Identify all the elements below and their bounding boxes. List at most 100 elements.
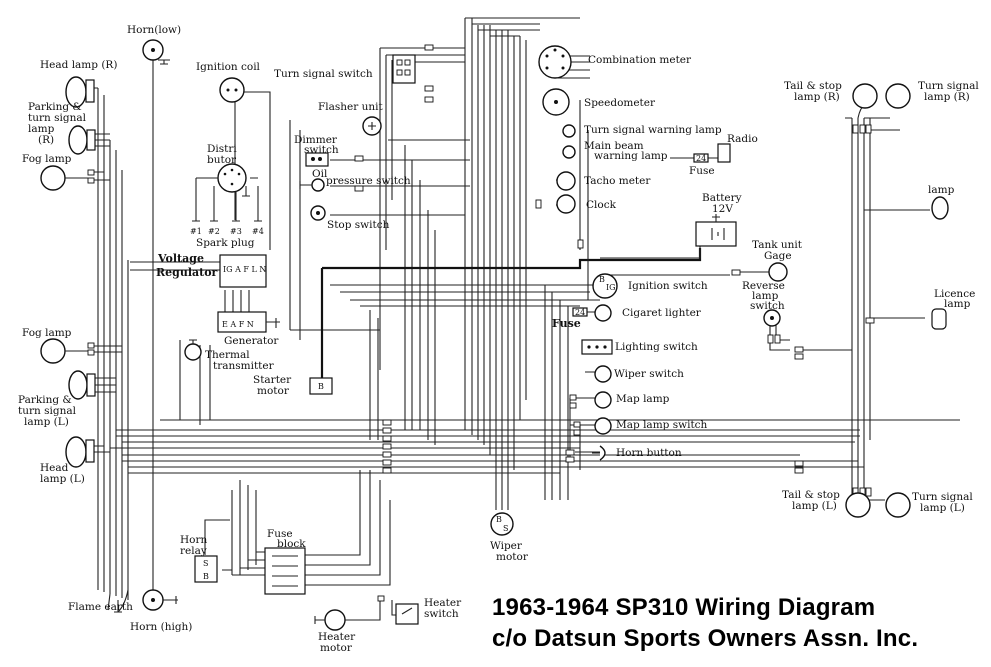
label-licence-1: Licence bbox=[934, 288, 975, 300]
label-ignition-switch: Ignition switch bbox=[628, 280, 708, 292]
label-distributor-1: Distri bbox=[207, 143, 237, 155]
map-lamp-component bbox=[594, 391, 612, 409]
label-horn-relay-1: Horn bbox=[180, 534, 207, 546]
label-fuse-block-2: block bbox=[277, 538, 306, 550]
fuse-mid-component: 24 bbox=[572, 307, 588, 317]
label-stop-switch: Stop switch bbox=[327, 219, 390, 231]
tacho-meter-component bbox=[556, 171, 576, 191]
svg-text:B: B bbox=[318, 382, 324, 391]
svg-text:IG: IG bbox=[606, 283, 616, 292]
label-head-lamp-r: Head lamp (R) bbox=[40, 59, 117, 71]
label-speedometer: Speedometer bbox=[584, 97, 656, 109]
caption-title: 1963-1964 SP310 Wiring Diagram bbox=[492, 594, 876, 621]
label-plug-3: #3 bbox=[230, 227, 242, 236]
svg-text:S: S bbox=[203, 559, 208, 568]
head-lamp-l-component bbox=[65, 436, 95, 468]
label-turn-signal-l-2: lamp (L) bbox=[920, 502, 965, 514]
combination-meter-component bbox=[538, 45, 572, 79]
fog-lamp-bottom-component bbox=[40, 338, 88, 364]
label-oil-1: Oil bbox=[312, 168, 328, 180]
label-parking-r-4: (R) bbox=[38, 134, 54, 146]
label-heater-switch-2: switch bbox=[424, 608, 459, 620]
fog-lamp-top-component bbox=[40, 165, 88, 191]
label-map-lamp: Map lamp bbox=[616, 393, 670, 405]
radio-component bbox=[717, 143, 731, 163]
label-heater-switch-1: Heater bbox=[424, 597, 462, 609]
label-lighting-switch: Lighting switch bbox=[615, 341, 698, 353]
label-main-beam-1: Main beam bbox=[584, 140, 644, 152]
label-tank-unit-2: Gage bbox=[764, 250, 792, 262]
generator-component bbox=[217, 311, 280, 333]
label-turn-signal-r-1: Turn signal bbox=[918, 80, 979, 92]
label-dimmer-switch-2: switch bbox=[304, 144, 339, 156]
speedometer-component bbox=[542, 88, 570, 116]
ignition-switch-component: B IG bbox=[592, 273, 618, 299]
label-ignition-coil: Ignition coil bbox=[196, 61, 261, 73]
map-lamp-switch-component bbox=[594, 417, 612, 435]
label-parking-l-2: turn signal bbox=[18, 405, 77, 417]
spark-plugs-component bbox=[192, 215, 262, 222]
label-head-l-2: lamp (L) bbox=[40, 473, 85, 485]
lighting-switch-component bbox=[581, 339, 613, 355]
flame-earth-component bbox=[114, 600, 122, 613]
label-turn-signal-switch: Turn signal switch bbox=[274, 68, 373, 80]
label-fuse-radio: Fuse bbox=[689, 165, 715, 177]
label-horn-button: Horn button bbox=[616, 447, 682, 459]
label-fog-lamp-top: Fog lamp bbox=[22, 153, 72, 165]
main-beam-lamp-component bbox=[562, 145, 576, 159]
label-fuse-block-1: Fuse bbox=[267, 528, 293, 540]
label-reg-terminals: IG A F L N bbox=[223, 265, 266, 274]
label-horn-low: Horn(low) bbox=[127, 24, 181, 36]
label-wiper-motor-2: motor bbox=[496, 551, 529, 563]
label-fuse-mid: Fuse bbox=[552, 317, 581, 330]
parking-lamp-r-component bbox=[68, 125, 96, 155]
parking-lamp-l-component bbox=[68, 370, 96, 400]
distributor-component bbox=[195, 163, 259, 215]
heater-switch-component bbox=[395, 603, 419, 625]
oil-pressure-switch-component bbox=[299, 178, 325, 192]
clock-component bbox=[556, 194, 576, 214]
wiper-motor-component: B S bbox=[490, 512, 514, 536]
label-map-lamp-switch: Map lamp switch bbox=[616, 419, 708, 431]
turn-signal-lamp-l-component bbox=[885, 492, 911, 518]
head-lamp-r-component bbox=[65, 76, 95, 108]
label-flame-earth: Flame earth bbox=[68, 601, 133, 613]
stop-switch-component bbox=[310, 205, 326, 221]
horn-relay-component: S B bbox=[194, 555, 218, 583]
label-heater-motor-2: motor bbox=[320, 642, 353, 654]
label-tank-unit-1: Tank unit bbox=[752, 239, 803, 251]
svg-text:24: 24 bbox=[696, 154, 706, 163]
cigaret-lighter-component bbox=[594, 304, 612, 322]
label-thermal-1: Thermal bbox=[205, 349, 250, 361]
label-parking-r-2: turn signal bbox=[28, 112, 87, 124]
label-fog-lamp-bottom: Fog lamp bbox=[22, 327, 72, 339]
voltage-regulator-component bbox=[219, 254, 267, 288]
svg-text:B: B bbox=[203, 572, 209, 581]
label-dimmer-switch-1: Dimmer bbox=[294, 134, 338, 146]
label-combination-meter: Combination meter bbox=[588, 54, 692, 66]
label-generator: Generator bbox=[224, 335, 279, 347]
thermal-transmitter-component bbox=[184, 339, 202, 361]
svg-text:B: B bbox=[599, 275, 605, 284]
caption-credit: c/o Datsun Sports Owners Assn. Inc. bbox=[492, 625, 919, 652]
battery-component bbox=[695, 214, 737, 247]
label-oil-2: pressure switch bbox=[326, 175, 411, 187]
label-cigaret-lighter: Cigaret lighter bbox=[622, 307, 702, 319]
tank-unit-component bbox=[768, 262, 788, 282]
fuse-block-component bbox=[264, 547, 306, 595]
label-tacho-meter: Tacho meter bbox=[584, 175, 651, 187]
label-reverse-3: switch bbox=[750, 300, 785, 312]
label-turn-signal-l-1: Turn signal bbox=[912, 491, 973, 503]
label-starter-1: Starter bbox=[253, 374, 292, 386]
turn-warning-lamp-component bbox=[562, 124, 576, 138]
label-turn-signal-r-2: lamp (R) bbox=[924, 91, 970, 103]
label-tail-stop-l-2: lamp (L) bbox=[792, 500, 837, 512]
label-licence-2: lamp bbox=[944, 298, 971, 310]
turn-signal-lamp-r-component bbox=[885, 83, 911, 109]
horn-low-component bbox=[142, 39, 170, 65]
label-regulator: Regulator bbox=[156, 266, 218, 279]
horn-high-component bbox=[142, 589, 177, 611]
label-starter-2: motor bbox=[257, 385, 290, 397]
label-flasher-unit: Flasher unit bbox=[318, 101, 384, 113]
